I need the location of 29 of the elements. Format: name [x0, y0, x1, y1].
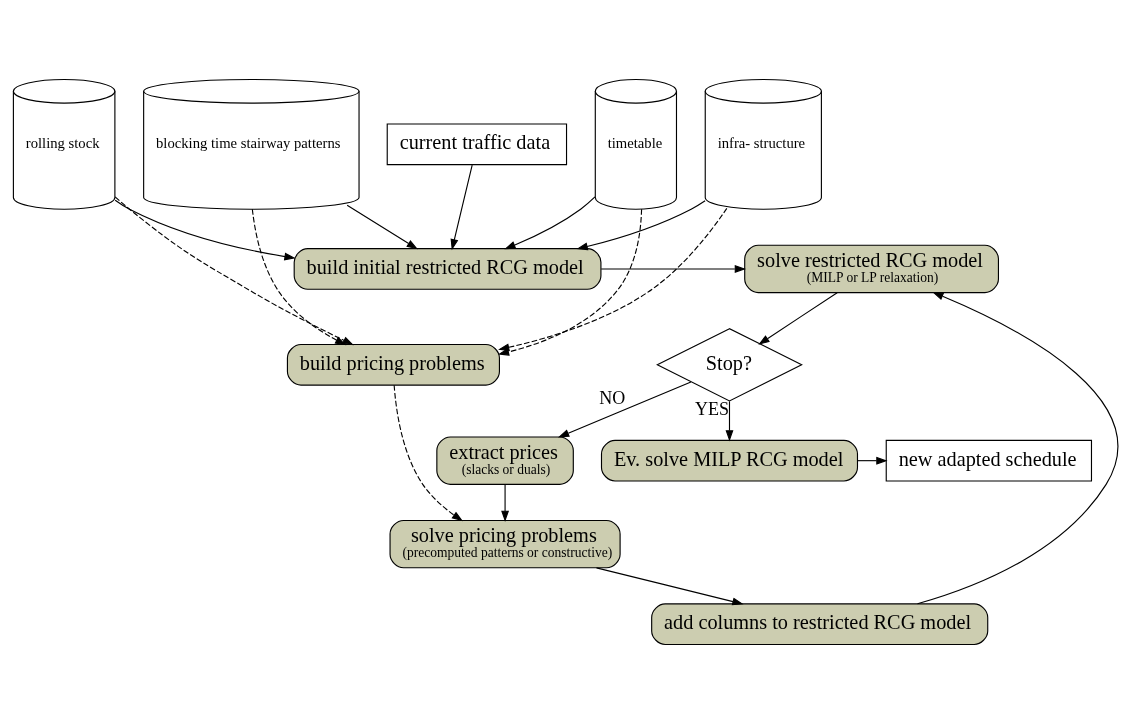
arrow [450, 164, 473, 251]
arrow [916, 292, 1119, 605]
node-box: Ev. solve MILP RCG model [600, 439, 859, 482]
arrow [393, 384, 463, 522]
node-diamond: Stop? [656, 328, 803, 402]
arrow [758, 292, 838, 345]
node-box: add columns to restricted RCG model [651, 603, 989, 646]
node-box: current traffic data [386, 123, 568, 166]
node-box: build pricing problems [286, 343, 500, 386]
arrow [600, 265, 747, 273]
arrow [504, 196, 596, 250]
node-box: solve restricted RCG model (MILP or LP relaxation) [744, 244, 999, 294]
arrow [857, 456, 888, 465]
arrow [576, 200, 706, 251]
arrow [497, 208, 643, 356]
node-box: build initial restricted RCG model [293, 248, 602, 290]
arrow [251, 208, 347, 346]
edge-label: NO [599, 387, 626, 408]
arrow [114, 199, 296, 261]
arrow [725, 400, 734, 442]
arrow [346, 204, 418, 250]
arrow [557, 381, 692, 438]
node-box: new adapted schedule [885, 439, 1093, 482]
arrow [114, 196, 354, 346]
arrow [595, 567, 744, 606]
node-box: solve pricing problems (precomputed patterns or constructive) [389, 519, 621, 569]
arrow [498, 207, 728, 352]
node-box: extract prices (slacks or duals) [436, 436, 574, 485]
arrow [501, 483, 510, 522]
